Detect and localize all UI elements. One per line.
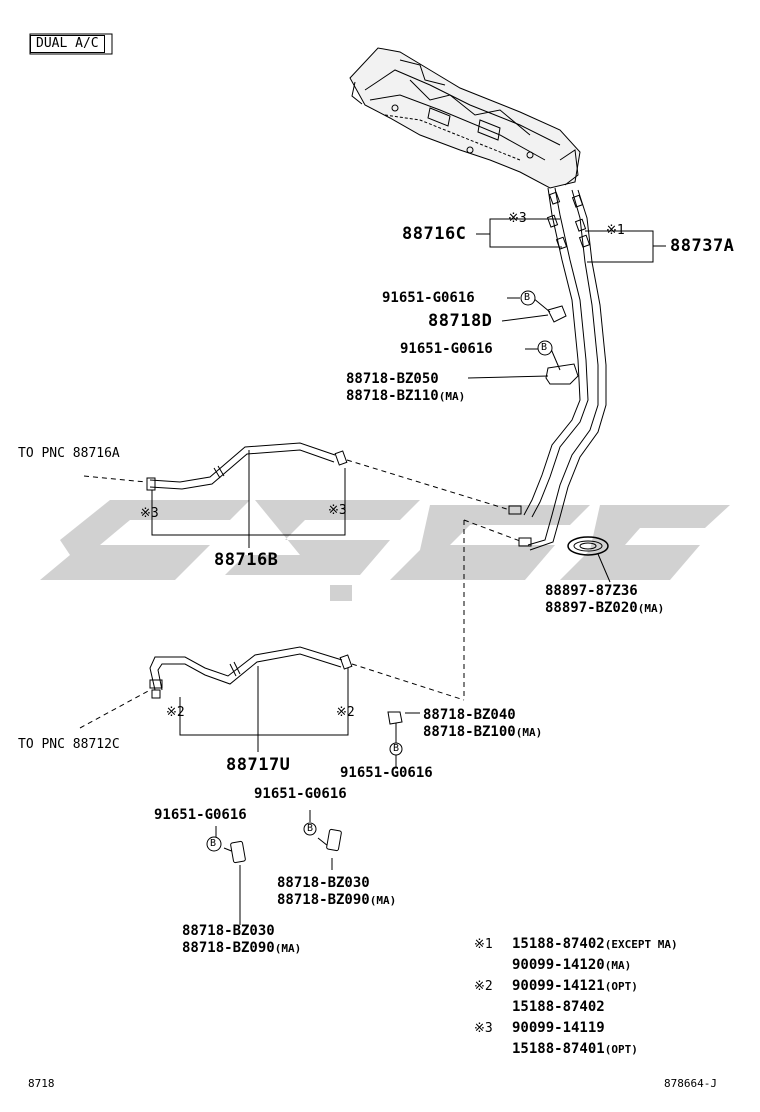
dashed-lines <box>79 459 521 729</box>
clips <box>230 711 403 864</box>
legend-mark: ※1 <box>474 937 493 952</box>
mark-2-right: ※2 <box>336 705 355 720</box>
footer-page-id: 8718 <box>28 1077 55 1090</box>
part-91651-b: 91651-G0616 <box>400 341 493 357</box>
legend-part: 15188-87402(EXCEPT MA) <box>512 936 678 952</box>
part-bz090-right: 88718-BZ090(MA) <box>277 892 397 908</box>
part-91651-c: 91651-G0616 <box>340 765 433 781</box>
part-bz050: 88718-BZ050 <box>346 371 439 387</box>
mark-3-left: ※3 <box>140 506 159 521</box>
legend-mark: ※2 <box>474 979 493 994</box>
part-91651-a: 91651-G0616 <box>382 290 475 306</box>
label-88737A: 88737A <box>670 236 735 256</box>
rear-ac-unit <box>349 47 581 189</box>
watermark-logo <box>40 500 730 601</box>
part-bz020: 88897-BZ020(MA) <box>545 600 665 616</box>
legend-part: 90099-14121(OPT) <box>512 978 638 994</box>
b-mark-5: B <box>210 838 217 849</box>
part-91651-e: 91651-G0616 <box>154 807 247 823</box>
legend-part: 15188-87401(OPT) <box>512 1041 638 1057</box>
label-88716C: 88716C <box>402 224 467 244</box>
b-markers <box>206 290 553 852</box>
part-bz030-left: 88718-BZ030 <box>182 923 275 939</box>
label-88717U: 88717U <box>226 755 291 775</box>
b-mark-1: B <box>524 292 531 303</box>
b-mark-4: B <box>307 823 314 834</box>
part-bz110: 88718-BZ110(MA) <box>346 388 466 404</box>
variant-tag: DUAL A/C <box>30 35 105 53</box>
part-88718D: 88718D <box>428 311 493 331</box>
legend-part: 90099-14119 <box>512 1020 605 1036</box>
part-bz030-right: 88718-BZ030 <box>277 875 370 891</box>
label-88716B: 88716B <box>214 550 279 570</box>
legend-mark: ※3 <box>474 1021 493 1036</box>
ref-to-pnc-88716A: TO PNC 88716A <box>18 446 120 461</box>
clamps-upper <box>545 305 579 385</box>
mark-3-top: ※3 <box>508 211 527 226</box>
b-mark-3: B <box>393 743 400 754</box>
leader-lines <box>151 218 666 925</box>
part-bz090-left: 88718-BZ090(MA) <box>182 940 302 956</box>
part-bz040: 88718-BZ040 <box>423 707 516 723</box>
grommet-88897 <box>567 536 609 556</box>
tube-88717U <box>149 646 353 699</box>
legend-part: 15188-87402 <box>512 999 605 1015</box>
mark-3-right: ※3 <box>328 503 347 518</box>
footer-illustration-id: 878664-J <box>664 1077 717 1090</box>
tube-88716B <box>146 442 348 491</box>
pipes-main <box>508 187 607 551</box>
part-91651-d: 91651-G0616 <box>254 786 347 802</box>
ref-to-pnc-88712C: TO PNC 88712C <box>18 737 120 752</box>
part-bz100: 88718-BZ100(MA) <box>423 724 543 740</box>
mark-2-left: ※2 <box>166 705 185 720</box>
mark-1-top: ※1 <box>606 223 625 238</box>
legend-part: 90099-14120(MA) <box>512 957 632 973</box>
b-mark-2: B <box>541 342 548 353</box>
part-87z36: 88897-87Z36 <box>545 583 638 599</box>
